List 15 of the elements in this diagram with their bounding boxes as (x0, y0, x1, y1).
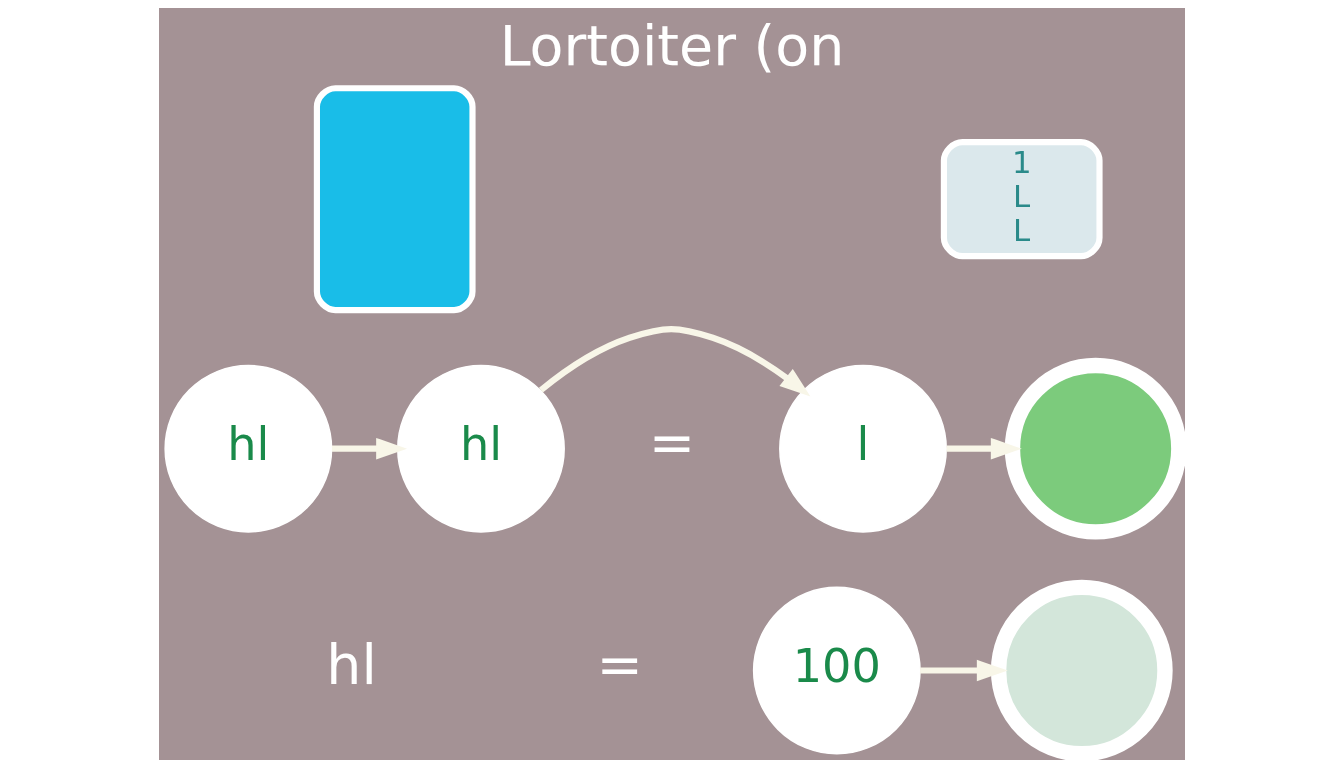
arrow (920, 659, 1008, 682)
label: hl (326, 633, 377, 698)
node-circle: hl (164, 364, 333, 533)
arrow (946, 437, 1022, 460)
node-circle: 100 (752, 586, 921, 755)
node-circle: hl (397, 364, 565, 533)
node-circle (1004, 357, 1185, 540)
label: = (648, 411, 696, 476)
node-box (313, 85, 476, 314)
arrow (331, 437, 408, 460)
node-circle (990, 579, 1173, 760)
arrow (539, 326, 811, 397)
diagram-title: Lortoiter (on (499, 13, 845, 78)
label: = (596, 633, 643, 698)
node-box: 1 L L (940, 139, 1103, 260)
